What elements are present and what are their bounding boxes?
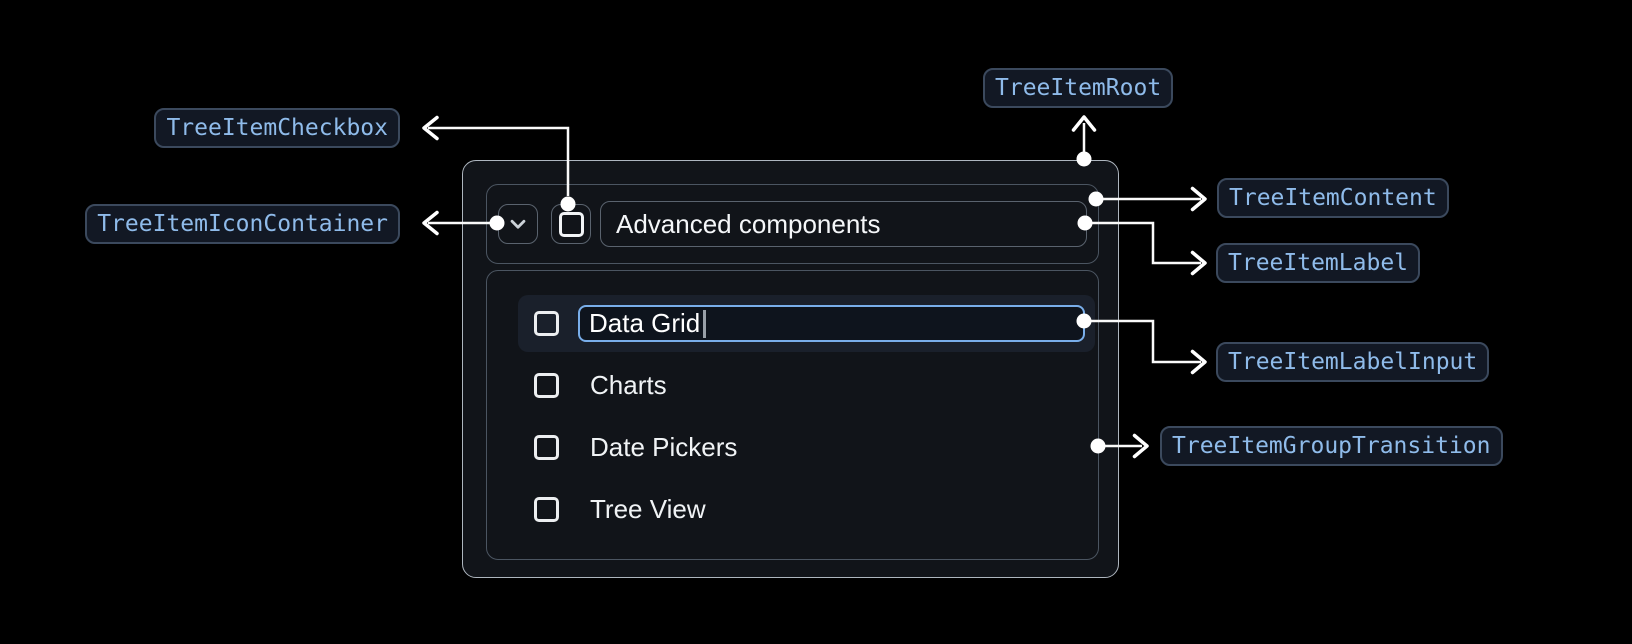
annotation-text: TreeItemCheckbox <box>166 115 388 141</box>
checkbox-unchecked-icon[interactable] <box>534 435 559 460</box>
tree-item-root: Advanced components Data Grid Charts Dat… <box>462 160 1119 578</box>
checkbox-unchecked-icon[interactable] <box>534 497 559 522</box>
annotation-text: TreeItemLabel <box>1228 250 1409 276</box>
tree-item-label-input[interactable]: Data Grid <box>578 305 1085 342</box>
text-caret <box>703 309 706 338</box>
tree-row[interactable]: Date Pickers <box>518 419 1095 476</box>
checkbox-unchecked-icon <box>558 211 584 237</box>
annotation-tree-item-group-transition: TreeItemGroupTransition <box>1160 426 1503 466</box>
chevron-down-icon <box>510 219 526 229</box>
tree-row-label: Date Pickers <box>590 432 738 462</box>
annotation-tree-item-root: TreeItemRoot <box>983 68 1174 108</box>
tree-item-content[interactable]: Advanced components <box>486 184 1099 264</box>
annotation-tree-item-checkbox: TreeItemCheckbox <box>154 108 400 148</box>
annotation-tree-item-content: TreeItemContent <box>1217 178 1449 218</box>
annotation-text: TreeItemLabelInput <box>1228 349 1478 375</box>
tree-item-group-transition: Data Grid Charts Date Pickers Tree View <box>486 270 1099 560</box>
tree-row-label: Tree View <box>590 494 706 524</box>
annotation-tree-item-label-input: TreeItemLabelInput <box>1216 342 1490 382</box>
parent-label-text: Advanced components <box>616 208 881 239</box>
label-input-value: Data Grid <box>589 308 701 338</box>
annotation-tree-item-icon-container: TreeItemIconContainer <box>85 204 400 244</box>
tree-item-label[interactable]: Advanced components <box>600 201 1087 247</box>
tree-item-icon-container[interactable] <box>498 204 538 244</box>
annotation-text: TreeItemRoot <box>995 75 1162 101</box>
annotation-text: TreeItemGroupTransition <box>1172 433 1491 459</box>
checkbox-unchecked-icon[interactable] <box>534 373 559 398</box>
tree-row-label: Charts <box>590 370 667 400</box>
tree-row[interactable]: Charts <box>518 357 1095 414</box>
annotation-tree-item-label: TreeItemLabel <box>1216 243 1421 283</box>
annotation-text: TreeItemContent <box>1229 185 1437 211</box>
checkbox-unchecked-icon[interactable] <box>534 311 559 336</box>
tree-item-checkbox[interactable] <box>551 204 591 244</box>
annotation-text: TreeItemIconContainer <box>97 211 388 237</box>
tree-row[interactable]: Tree View <box>518 481 1095 538</box>
tree-row-editing[interactable]: Data Grid <box>518 295 1095 352</box>
